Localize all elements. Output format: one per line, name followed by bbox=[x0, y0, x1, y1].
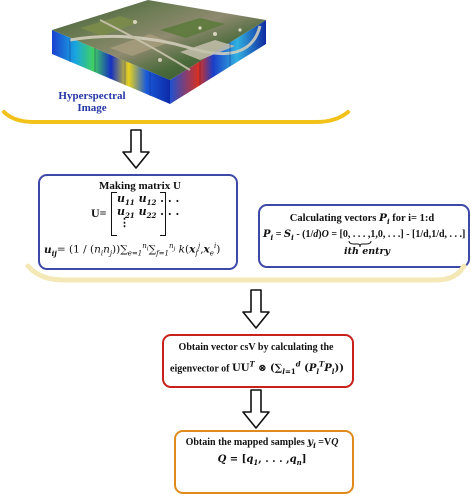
middle-bracket bbox=[25, 263, 467, 283]
matrix-row-2: u21 u22 . . . bbox=[117, 205, 180, 221]
matrix-row-3: ⋮ bbox=[119, 217, 130, 229]
mapped-line-2: Q = [q1, . . . ,qn] bbox=[217, 454, 307, 467]
vectors-formula: Pi = Si - (1/d)O = [0, . . . ,1,0, . . .… bbox=[263, 229, 466, 242]
vectors-box-title: Calculating vectors Pi for i= 1:d bbox=[262, 212, 462, 226]
top-bracket bbox=[2, 110, 350, 124]
hyperspectral-caption: Hyperspectral Image bbox=[32, 90, 152, 114]
flow-arrow-2 bbox=[242, 289, 270, 329]
eigenvector-line-2: eigenvector of UUT ⊗ (∑l=1d (PlTPl)) bbox=[170, 360, 344, 377]
eigenvector-line-2-prefix: eigenvector of bbox=[170, 363, 230, 375]
matrix-bracket-right bbox=[160, 192, 166, 236]
matrix-box-title: Making matrix U bbox=[99, 180, 181, 192]
matrix-u-label: U= bbox=[91, 206, 107, 220]
matrix-box bbox=[38, 174, 238, 270]
vectors-title-suffix: for i= 1:d bbox=[392, 213, 435, 224]
vectors-title-var: Pi bbox=[379, 212, 390, 227]
uij-formula: uij= (1 / (ninj))∑e=1ni∑f=1nj k(xfj,xei) bbox=[44, 242, 221, 258]
mapped-line-1: Obtain the mapped samples yi =VQ bbox=[185, 437, 339, 450]
eigenvector-line-1: Obtain vector csV by calculating the bbox=[178, 342, 334, 353]
vectors-box bbox=[258, 204, 470, 268]
caption-line-2: Image bbox=[77, 102, 107, 114]
hyperspectral-cube bbox=[52, 0, 266, 104]
entry-label: ith entry bbox=[344, 246, 391, 257]
entry-underbrace bbox=[348, 240, 372, 248]
flow-arrow-1 bbox=[122, 129, 150, 169]
caption-line-1: Hyperspectral bbox=[58, 90, 126, 102]
matrix-bracket-left bbox=[111, 192, 117, 236]
flow-arrow-3 bbox=[242, 389, 270, 429]
matrix-row-1: u11 u12 . . . bbox=[117, 192, 180, 208]
eigenvector-box bbox=[162, 334, 354, 388]
vectors-title-prefix: Calculating vectors bbox=[289, 213, 377, 224]
